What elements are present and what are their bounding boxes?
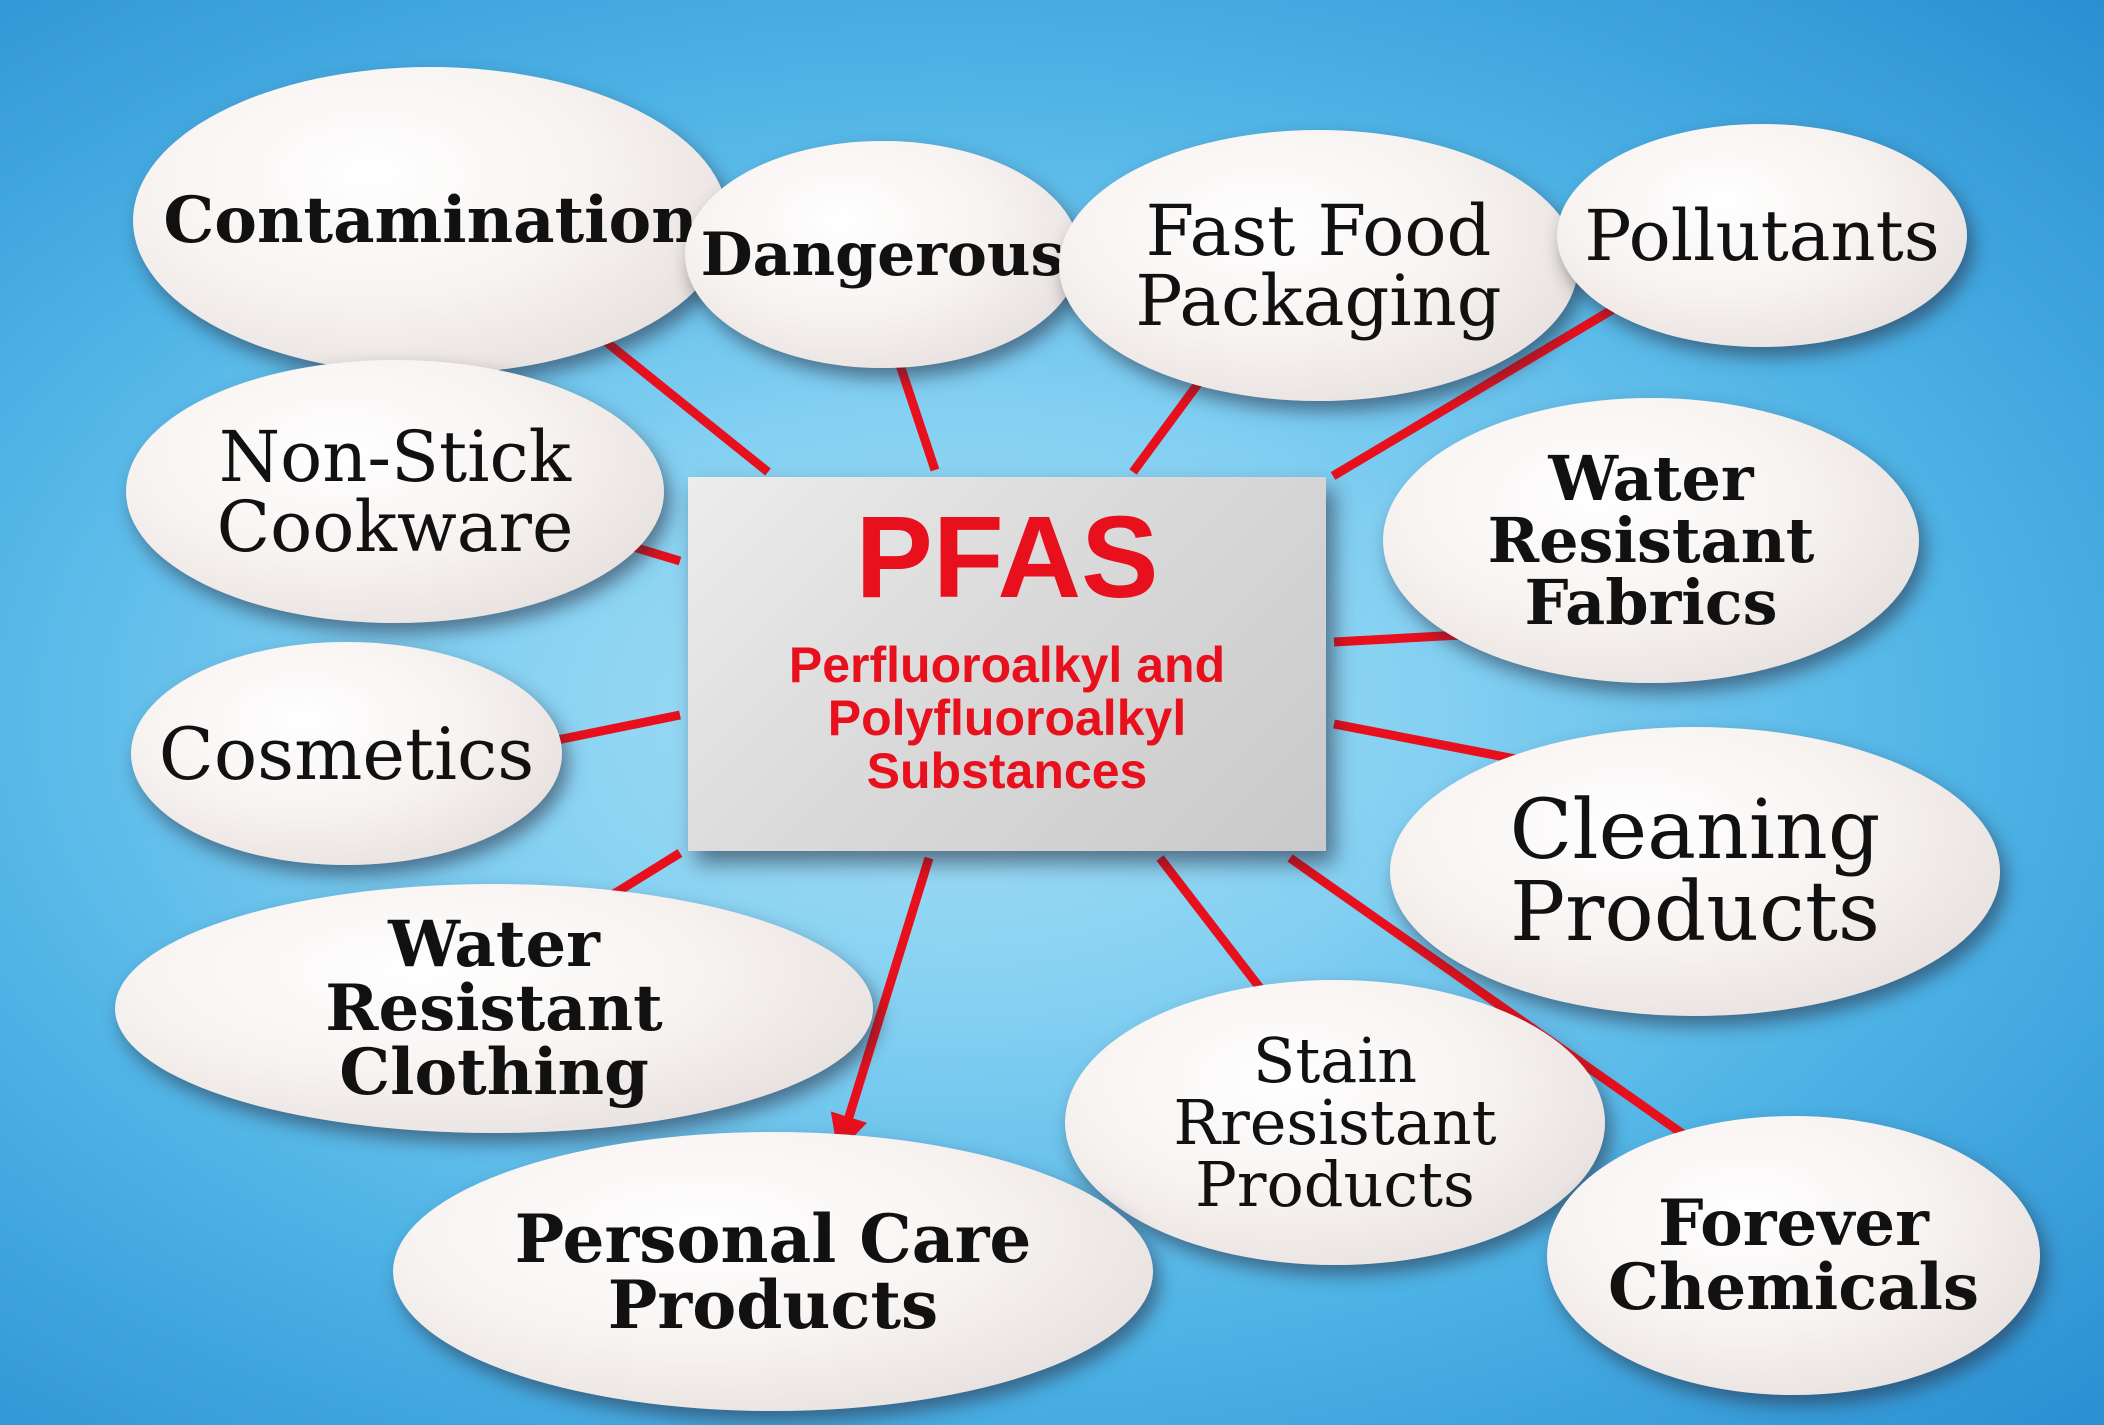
bubble-forever-label: Forever Chemicals [1608, 1185, 1979, 1325]
bubble-non-stick: Non-Stick Cookware [126, 360, 664, 623]
center-box: PFAS Perfluoroalkyl and Polyfluoroalkyl … [688, 477, 1326, 851]
bubble-stain-label: Stain Rresistant Products [1173, 1023, 1497, 1221]
bubble-personal-care-label: Personal Care Products [514, 1199, 1032, 1344]
bubble-dangerous-label: Dangerous [700, 219, 1065, 290]
bubble-contamination: Contamination [133, 67, 728, 374]
bubble-cosmetics-label: Cosmetics [158, 711, 535, 796]
center-subtitle: Perfluoroalkyl and Polyfluoroalkyl Subst… [788, 637, 1226, 799]
bubble-personal-care: Personal Care Products [393, 1132, 1153, 1411]
bubble-water-fabrics: Water Resistant Fabrics [1383, 398, 1919, 683]
bubble-contamination-label: Contamination [163, 182, 698, 258]
arrow-to-personal-care [830, 856, 934, 1154]
bubble-fast-food-label: Fast Food Packaging [1135, 189, 1502, 342]
bubble-fast-food: Fast Food Packaging [1059, 130, 1578, 401]
bubble-water-clothing-label: Water Resistant Clothing [325, 906, 663, 1110]
bubble-stain: Stain Rresistant Products [1065, 980, 1605, 1265]
bubble-cleaning: Cleaning Products [1390, 727, 2000, 1016]
bubble-cleaning-label: Cleaning Products [1509, 782, 1881, 960]
bubble-pollutants: Pollutants [1557, 124, 1967, 347]
bubble-non-stick-label: Non-Stick Cookware [216, 415, 574, 568]
bubble-dangerous: Dangerous [685, 141, 1080, 368]
arrow-to-pollutants [1330, 285, 1654, 480]
bubble-water-clothing: Water Resistant Clothing [115, 884, 873, 1133]
bubble-pollutants-label: Pollutants [1584, 194, 1940, 277]
bubble-water-fabrics-label: Water Resistant Fabrics [1487, 441, 1815, 639]
arrow-to-forever [1287, 854, 1734, 1170]
bubble-cosmetics: Cosmetics [131, 642, 562, 865]
center-title: PFAS [855, 492, 1159, 622]
bubble-forever: Forever Chemicals [1547, 1116, 2040, 1395]
